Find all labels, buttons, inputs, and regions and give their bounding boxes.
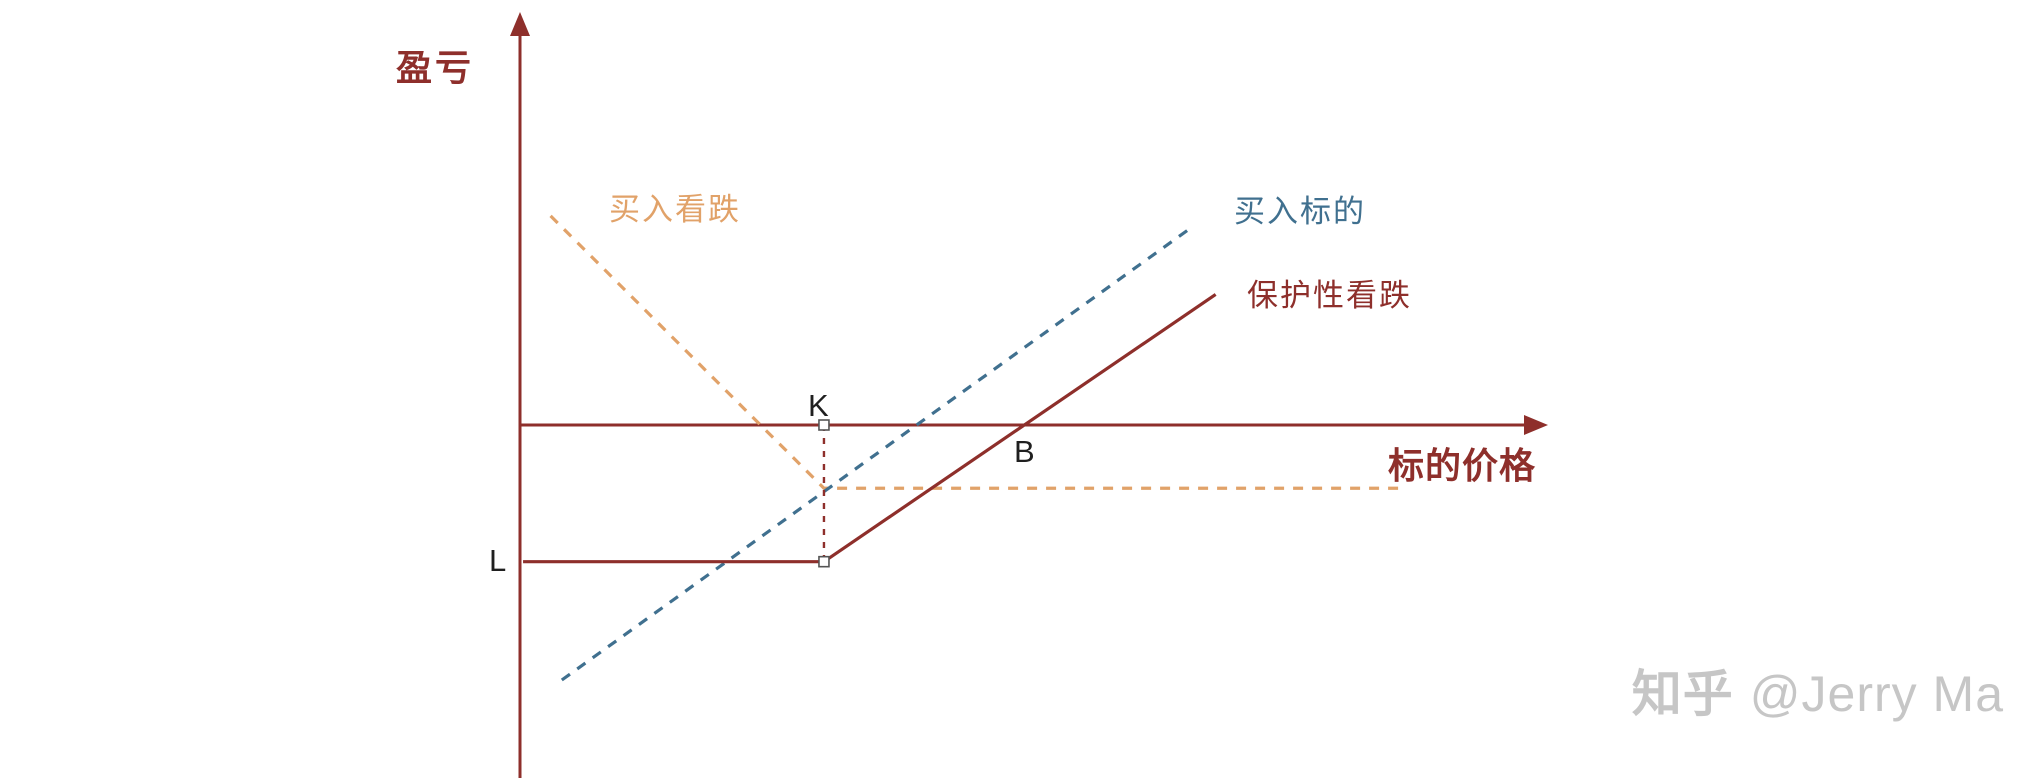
x-axis-arrow [1524, 415, 1548, 435]
protective-put-series-label: 保护性看跌 [1247, 278, 1412, 313]
kink-marker-0 [818, 419, 830, 431]
buy-underlying-series-label: 买入标的 [1234, 194, 1366, 229]
buy-put-series-label: 买入看跌 [609, 192, 741, 227]
watermark: 知乎 @Jerry Ma [1632, 654, 2004, 726]
buy-put-line [549, 214, 1400, 490]
protective-put-line [523, 293, 1217, 564]
strike-point-label: K [808, 388, 829, 423]
breakeven-point-label: B [1014, 434, 1035, 469]
watermark-handle: @Jerry Ma [1749, 666, 2004, 722]
x-axis-label: 标的价格 [1388, 445, 1537, 486]
kink-marker-1 [818, 555, 830, 568]
y-axis-arrow [510, 12, 530, 36]
y-axis-label: 盈亏 [396, 47, 475, 88]
watermark-brand: 知乎 [1631, 666, 1734, 722]
max-loss-point-label: L [489, 543, 507, 578]
buy-underlying-line [560, 227, 1191, 682]
